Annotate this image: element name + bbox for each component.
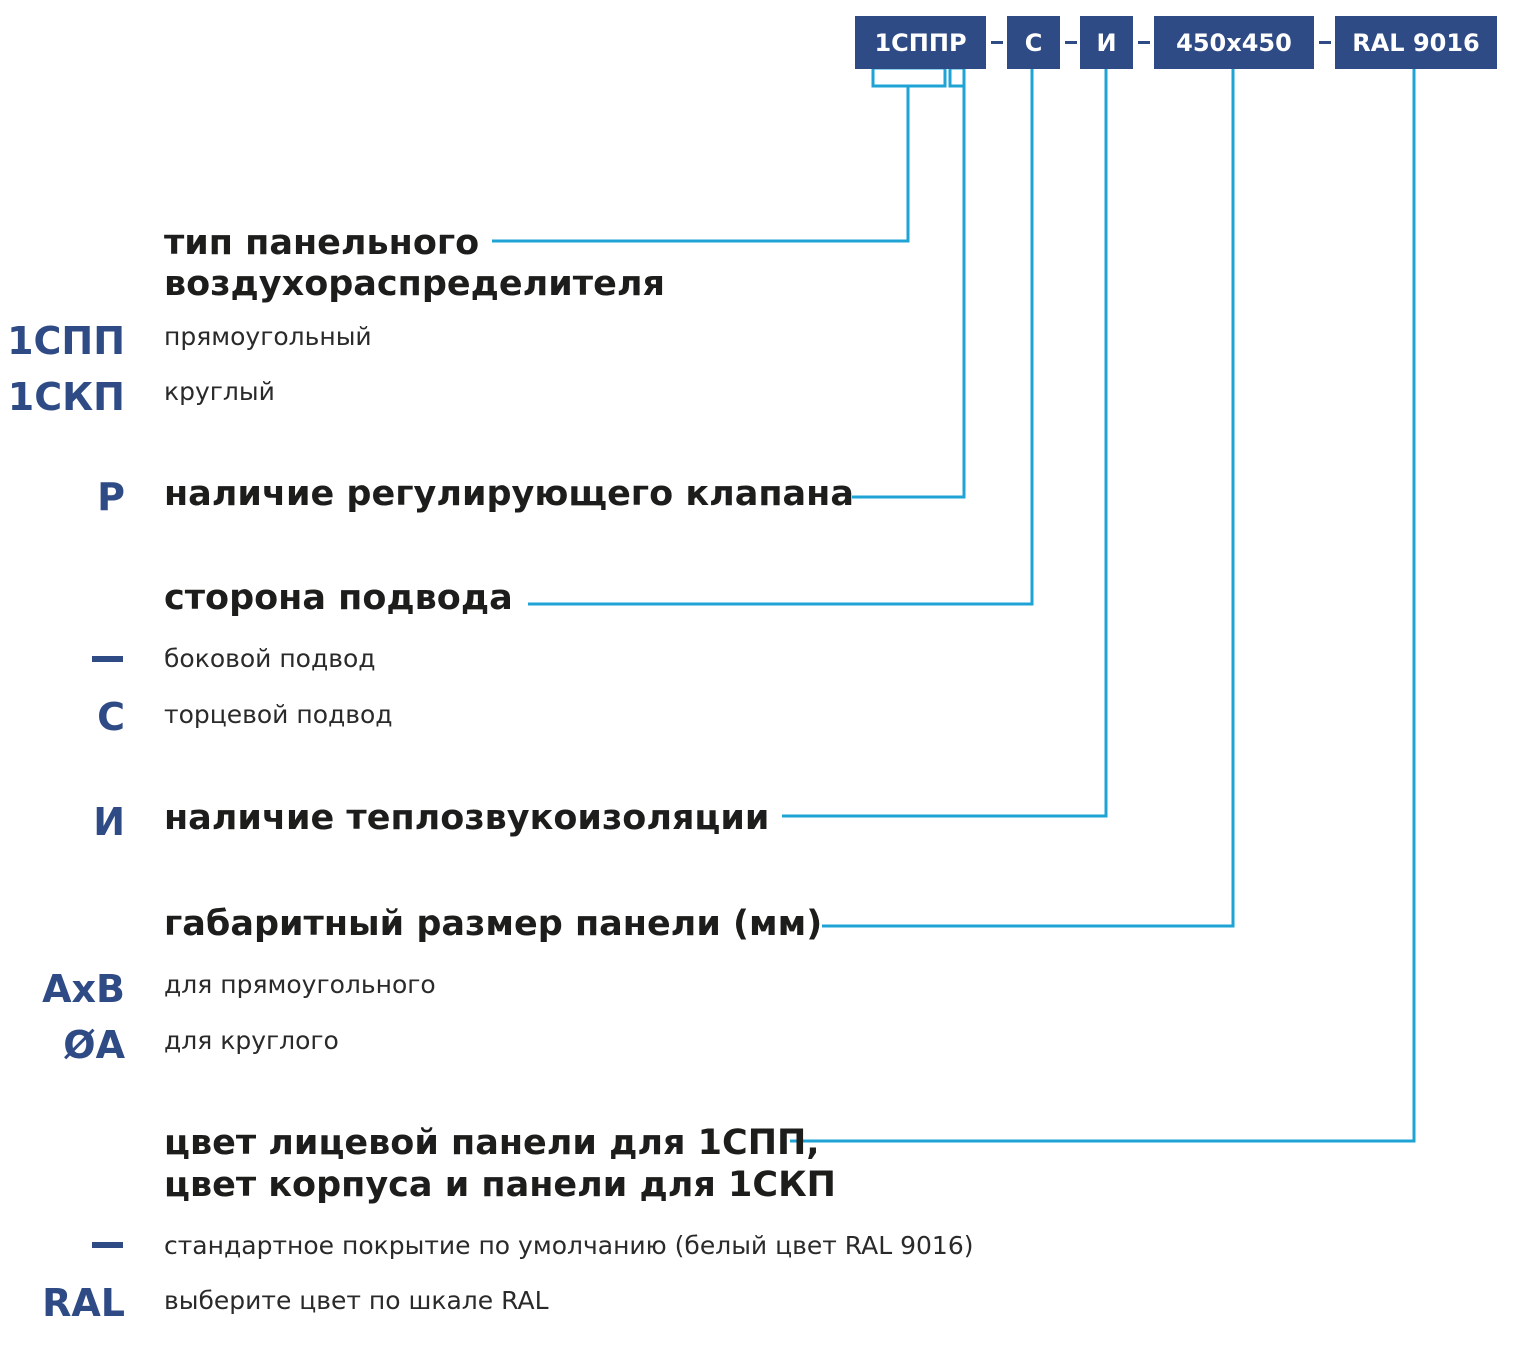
side-option-label: торцевой подвод <box>164 700 393 729</box>
size-option-label: для прямоугольного <box>164 970 436 999</box>
size-option-code: ØА <box>63 1023 125 1067</box>
color-option-label: стандартное покрытие по умолчанию (белый… <box>164 1231 974 1260</box>
type-heading-line1: тип панельного <box>164 223 480 263</box>
code-separator <box>1138 41 1150 44</box>
color-heading-line2: цвет корпуса и панели для 1СКП <box>164 1165 836 1205</box>
type-option-label: круглый <box>164 377 275 406</box>
side-option-dash <box>92 656 123 662</box>
code-box-type: 1СППР <box>855 16 986 69</box>
valve-connector <box>852 86 966 499</box>
code-separator <box>1319 41 1331 44</box>
type-option-code: 1СПП <box>7 319 125 363</box>
type-option-label: прямоугольный <box>164 322 372 351</box>
size-option-code: АхВ <box>42 967 125 1011</box>
code-box-side: С <box>1007 16 1060 69</box>
insulation-code: И <box>93 800 125 844</box>
valve-heading: наличие регулирующего клапана <box>164 474 854 514</box>
code-box-insulation: И <box>1080 16 1133 69</box>
code-box-color: RAL 9016 <box>1335 16 1497 69</box>
size-heading: габаритный размер панели (мм) <box>164 904 823 944</box>
side-option-code: С <box>97 695 125 739</box>
color-option-code: RAL <box>42 1281 125 1325</box>
side-heading: сторона подвода <box>164 578 513 618</box>
valve-bracket <box>948 66 966 88</box>
side-connector <box>528 69 1034 606</box>
type-bracket <box>871 66 947 88</box>
type-heading-line2: воздухораспределителя <box>164 264 665 304</box>
size-option-label: для круглого <box>164 1026 339 1055</box>
type-option-code: 1СКП <box>7 375 125 419</box>
code-separator <box>991 41 1003 44</box>
insulation-heading: наличие теплозвукоизоляции <box>164 798 770 838</box>
color-connector <box>790 69 1416 1143</box>
code-separator <box>1065 41 1077 44</box>
insulation-connector <box>782 69 1108 818</box>
side-option-label: боковой подвод <box>164 644 376 673</box>
color-heading-line1: цвет лицевой панели для 1СПП, <box>164 1123 820 1163</box>
valve-code: Р <box>97 475 125 519</box>
type-connector <box>492 86 910 243</box>
size-connector <box>822 69 1235 928</box>
color-option-label: выберите цвет по шкале RAL <box>164 1286 549 1315</box>
color-option-dash <box>92 1242 123 1248</box>
code-box-size: 450x450 <box>1154 16 1314 69</box>
